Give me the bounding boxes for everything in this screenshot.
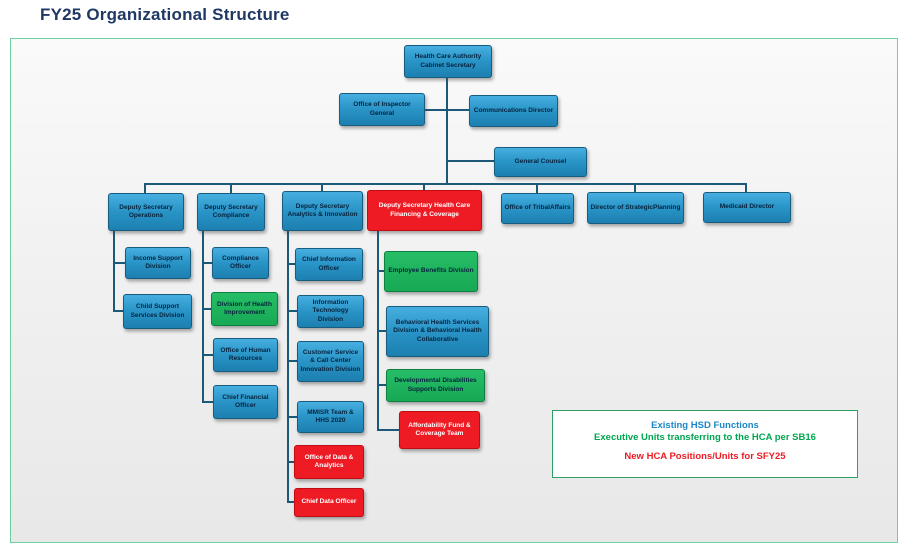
org-node-tribal-affairs: Office of TribalAffairs [501, 193, 574, 224]
connector-stub-hr [202, 354, 213, 356]
connector-stub-cdo [287, 501, 294, 503]
org-node-mmisr-team: MMISR Team & HHS 2020 [297, 401, 364, 433]
connector-oig-comms [425, 109, 469, 111]
org-node-strategic-planning: Director of StrategicPlanning [587, 192, 684, 224]
connector-stub-ddsd [377, 384, 386, 386]
connector-stub-compliance-officer [202, 262, 212, 264]
org-node-developmental-disabilities: Developmental Disabilities Supports Divi… [386, 369, 485, 402]
connector-stub-customer [287, 360, 297, 362]
org-node-communications-director: Communications Director [469, 95, 558, 127]
connector-trunk-top [446, 77, 448, 184]
connector-stub-health-improvement [202, 308, 211, 310]
org-node-human-resources: Office of Human Resources [213, 338, 278, 372]
connector-stub-affordability [377, 429, 399, 431]
connector-trunk-operations [113, 231, 115, 312]
connector-stub-odata [287, 461, 294, 463]
legend-box: Existing HSD Functions Executive Units t… [552, 410, 858, 478]
org-node-chief-data-officer: Chief Data Officer [294, 488, 364, 517]
org-node-deputy-operations: Deputy Secretary Operations [108, 193, 184, 231]
connector-stub-benefits [377, 270, 384, 272]
org-node-chief-information-officer: Chief Information Officer [295, 248, 363, 281]
org-node-office-of-data: Office of Data & Analytics [294, 445, 364, 479]
connector-stub-analytics [321, 183, 323, 191]
connector-stub-strategic [634, 183, 636, 192]
connector-trunk-analytics [287, 230, 289, 503]
org-node-child-support: Child Support Services Division [123, 294, 192, 329]
connector-stub-medicaid [745, 183, 747, 192]
org-node-medicaid-director: Medicaid Director [703, 192, 791, 223]
connector-stub-income [113, 262, 125, 264]
org-node-chief-financial-officer: Chief Financial Officer [213, 385, 278, 419]
org-node-employee-benefits: Employee Benefits Division [384, 251, 478, 292]
connector-trunk-compliance [202, 230, 204, 403]
org-node-income-support: Income Support Division [125, 247, 191, 279]
connector-bus [144, 183, 747, 185]
connector-stub-operations [144, 183, 146, 193]
org-node-affordability-fund: Affordability Fund & Coverage Team [399, 411, 480, 449]
org-node-behavioral-health: Behavioral Health Services Division & Be… [386, 306, 489, 357]
org-node-compliance-officer: Compliance Officer [212, 247, 269, 279]
org-node-health-improvement: Division of Health Improvement [211, 292, 278, 326]
org-node-customer-service: Customer Service & Call Center Innovatio… [297, 341, 364, 382]
org-node-information-technology: Information Technology Division [297, 295, 364, 328]
legend-existing-hsd: Existing HSD Functions [651, 420, 759, 431]
connector-stub-hc-financing [423, 183, 425, 190]
org-node-general-counsel: General Counsel [494, 147, 587, 177]
connector-stub-childsupport [113, 310, 123, 312]
connector-general-counsel [446, 160, 494, 162]
connector-stub-cfo [202, 401, 213, 403]
connector-stub-itd [287, 310, 297, 312]
legend-new-hca: New HCA Positions/Units for SFY25 [624, 450, 786, 462]
connector-stub-behavioral [377, 330, 386, 332]
legend-executive-units: Executive Units transferring to the HCA … [594, 432, 816, 444]
connector-stub-mmisr [287, 416, 297, 418]
connector-stub-cio [287, 263, 295, 265]
chart-canvas: Health Care Authority Cabinet Secretary … [10, 38, 898, 543]
connector-stub-compliance [230, 183, 232, 193]
org-node-deputy-analytics: Deputy Secretary Analytics & Innovation [282, 191, 363, 231]
org-node-deputy-hc-financing: Deputy Secretary Health Care Financing &… [367, 190, 482, 231]
org-node-cabinet-secretary: Health Care Authority Cabinet Secretary [404, 45, 492, 78]
connector-stub-tribal [536, 183, 538, 193]
org-node-deputy-compliance: Deputy Secretary Compliance [197, 193, 265, 231]
org-node-inspector-general: Office of Inspector General [339, 93, 425, 126]
page-title: FY25 Organizational Structure [40, 5, 290, 24]
